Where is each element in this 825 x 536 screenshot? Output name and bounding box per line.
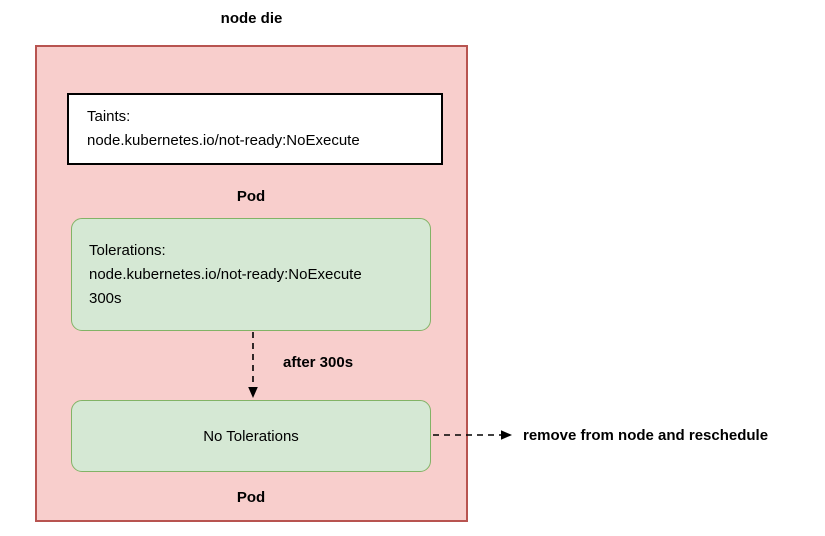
pod-label-bottom: Pod (236, 489, 266, 506)
diagram-title: node die (220, 10, 283, 27)
tolerations-line-2: node.kubernetes.io/not-ready:NoExecute (89, 265, 362, 283)
taints-box: Taints: node.kubernetes.io/not-ready:NoE… (67, 93, 443, 165)
down-arrow-label: after 300s (283, 354, 354, 371)
taints-line-1: Taints: (87, 108, 131, 125)
no-tolerations-label: No Tolerations (203, 427, 299, 445)
taints-line-2: node.kubernetes.io/not-ready:NoExecute (87, 132, 360, 149)
right-arrow-label: remove from node and reschedule (523, 427, 769, 444)
tolerations-line-1: Tolerations: (89, 241, 166, 259)
pod-label-top: Pod (236, 188, 266, 205)
tolerations-line-3: 300s (89, 289, 122, 307)
no-tolerations-box: No Tolerations (71, 400, 431, 472)
tolerations-box: Tolerations: node.kubernetes.io/not-read… (71, 218, 431, 331)
